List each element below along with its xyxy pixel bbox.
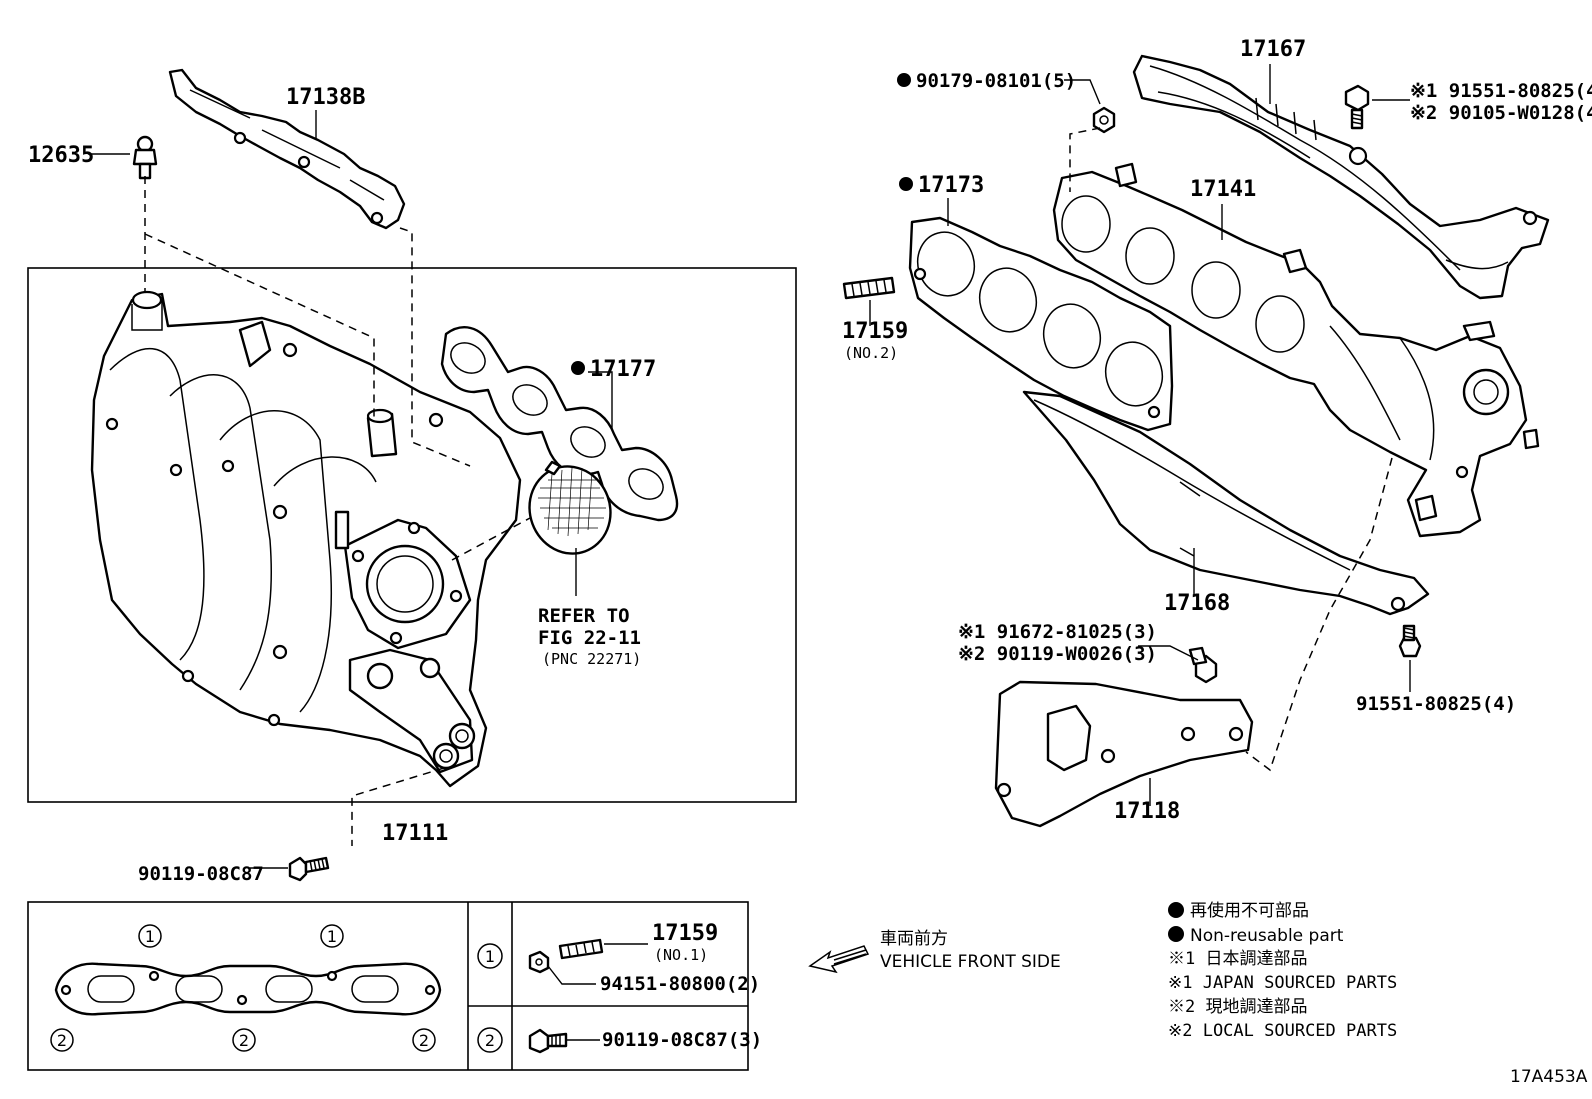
inset-gasket xyxy=(54,962,442,1016)
label-90119-w0026: ※2 90119-W0026(3) xyxy=(958,643,1157,665)
gasket-17177 xyxy=(440,326,679,522)
label-17141: 17141 xyxy=(1190,177,1256,202)
svg-text:2: 2 xyxy=(239,1031,249,1050)
leader-line xyxy=(1064,79,1101,105)
marker-1: 1 xyxy=(138,924,162,948)
guide-line xyxy=(1245,457,1393,772)
label-17118: 17118 xyxy=(1114,799,1180,824)
bolt-91551-bottom xyxy=(1398,624,1422,658)
label-91672: ※1 91672-81025(3) xyxy=(958,621,1157,643)
non-reusable-dot xyxy=(571,361,585,375)
refer-line-1: REFER TO xyxy=(538,605,630,627)
guide-line xyxy=(399,227,471,467)
heat-insulator-17168 xyxy=(1022,390,1430,616)
legend-local-jp: ※2 現地調達部品 xyxy=(1168,997,1307,1017)
label-17177: 17177 xyxy=(590,357,656,382)
inset-table xyxy=(27,901,749,1071)
bolt-91551-top xyxy=(1344,84,1370,130)
label-17111: 17111 xyxy=(382,821,448,846)
legend-japan-en: ※1 JAPAN SOURCED PARTS xyxy=(1168,973,1397,993)
label-17167: 17167 xyxy=(1240,37,1306,62)
label-90105: ※2 90105-W0128(4) xyxy=(1410,102,1592,124)
svg-text:1: 1 xyxy=(485,947,495,966)
label-91551-bottom: 91551-80825(4) xyxy=(1356,693,1516,715)
figure-id: 17A453A xyxy=(1510,1067,1588,1087)
stud-12635 xyxy=(132,135,158,180)
label-17159-no2: 17159 xyxy=(842,319,908,344)
exhaust-gasket-17173 xyxy=(908,216,1174,432)
legend-dot xyxy=(1168,926,1184,942)
label-91551-top: ※1 91551-80825(4) xyxy=(1410,80,1592,102)
guide-line xyxy=(451,517,531,561)
svg-text:1: 1 xyxy=(145,927,155,946)
bolt-91672 xyxy=(1188,646,1218,684)
vehicle-front-en: VEHICLE FRONT SIDE xyxy=(880,952,1061,972)
intake-manifold-17111 xyxy=(90,290,522,788)
marker-2: 2 xyxy=(232,1028,256,1052)
legend-nonreuse-en: Non-reusable part xyxy=(1190,926,1344,946)
leader-line xyxy=(588,371,613,430)
marker-1: 1 xyxy=(477,943,503,969)
legend-nonreuse-jp: 再使用不可部品 xyxy=(1190,900,1309,921)
heat-insulator-17167 xyxy=(1132,54,1550,300)
label-90119-08c87: 90119-08C87 xyxy=(138,863,264,885)
label-90179-08101: 90179-08101(5) xyxy=(916,70,1076,92)
throttle-gasket-ring xyxy=(528,460,612,555)
svg-text:1: 1 xyxy=(327,927,337,946)
svg-text:2: 2 xyxy=(419,1031,429,1050)
bolt-90119-08c87-inset xyxy=(528,1028,568,1054)
exhaust-manifold-17141 xyxy=(1052,162,1540,538)
legend-dot xyxy=(1168,902,1184,918)
label-17173: 17173 xyxy=(918,173,984,198)
vehicle-front-jp: 車両前方 xyxy=(880,929,948,949)
marker-2: 2 xyxy=(477,1027,503,1053)
label-12635: 12635 xyxy=(28,143,94,168)
nut-94151 xyxy=(528,950,550,974)
svg-text:2: 2 xyxy=(57,1031,67,1050)
marker-2: 2 xyxy=(412,1028,436,1052)
non-reusable-dot xyxy=(897,73,911,87)
marker-2: 2 xyxy=(50,1028,74,1052)
front-arrow-icon xyxy=(808,945,870,974)
svg-text:2: 2 xyxy=(485,1031,495,1050)
label-17159-no1: 17159 xyxy=(652,921,718,946)
refer-line-3: (PNC 22271) xyxy=(542,650,641,668)
bolt-90119-08c87 xyxy=(288,856,330,882)
label-17159-no1-sub: (NO.1) xyxy=(654,946,708,964)
label-17168: 17168 xyxy=(1164,591,1230,616)
guide-line xyxy=(351,767,445,846)
label-17138b: 17138B xyxy=(286,85,365,110)
refer-line-2: FIG 22-11 xyxy=(538,627,641,649)
legend-local-en: ※2 LOCAL SOURCED PARTS xyxy=(1168,1021,1397,1041)
leader-line xyxy=(547,965,596,985)
stud-17159-no2 xyxy=(842,276,896,300)
stud-17159-no1 xyxy=(558,938,604,960)
leader-line xyxy=(1138,645,1199,661)
guide-line xyxy=(1069,127,1101,192)
gasket-17138b xyxy=(168,68,406,230)
label-17159-no2-sub: (NO.2) xyxy=(844,344,898,362)
label-90119-08c87-3: 90119-08C87(3) xyxy=(602,1029,762,1051)
label-94151: 94151-80800(2) xyxy=(600,973,760,995)
legend-japan-jp: ※1 日本調達部品 xyxy=(1168,949,1307,969)
non-reusable-dot xyxy=(899,177,913,191)
nut-90179-08101 xyxy=(1092,106,1116,134)
bracket-17118 xyxy=(994,680,1254,828)
marker-1: 1 xyxy=(320,924,344,948)
